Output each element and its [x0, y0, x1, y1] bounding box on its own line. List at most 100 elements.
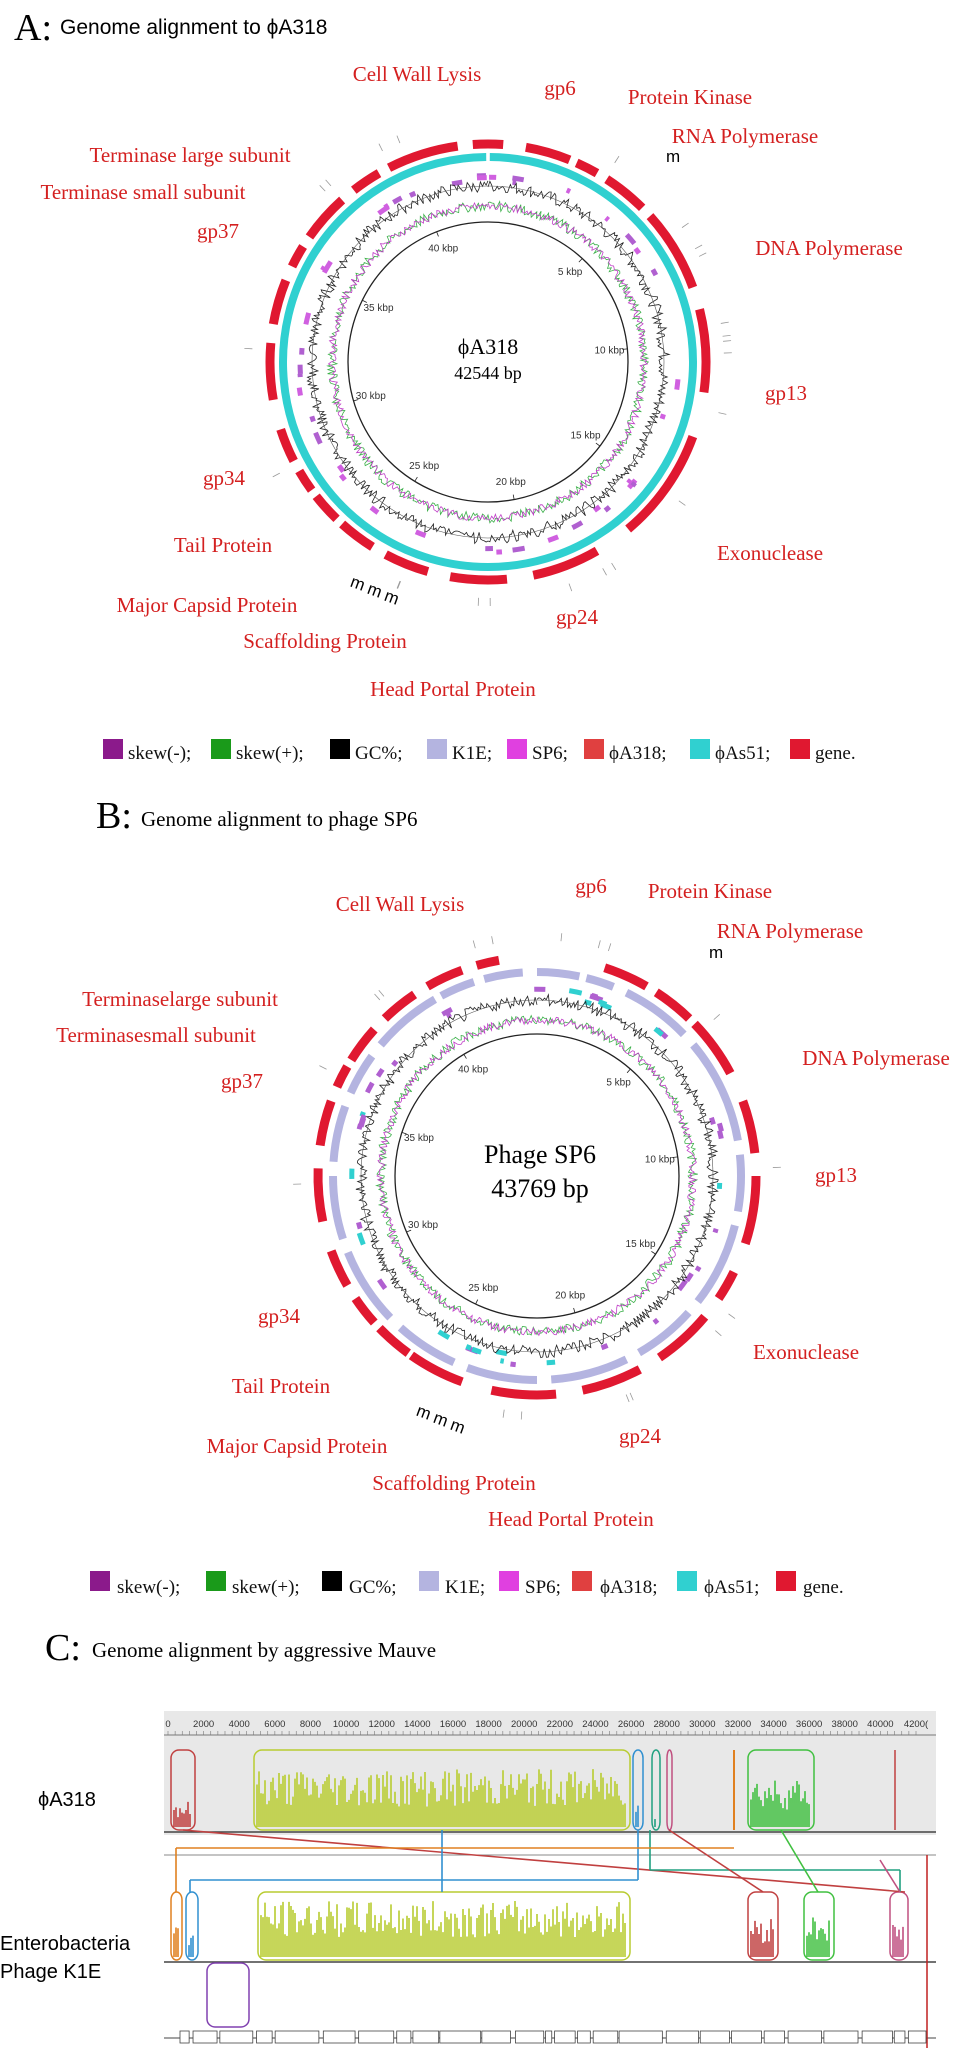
ruler-tick-label: 18000 — [475, 1719, 501, 1730]
outer-tick — [728, 1313, 736, 1319]
gene-arc — [581, 1365, 642, 1395]
gene-arc — [691, 1020, 735, 1076]
label-gp37: gp37 — [197, 219, 239, 243]
label-terminase-small: Terminasesmall subunit — [56, 1023, 256, 1047]
outer-tick — [272, 472, 280, 478]
gene-arc — [653, 988, 693, 1022]
m-mark: m — [431, 1408, 451, 1431]
ruler-tick-label: 30000 — [689, 1719, 715, 1730]
similarity-block — [626, 478, 633, 485]
outer-tick — [602, 568, 607, 576]
outer-tick — [325, 179, 332, 187]
k1e-segment — [329, 1175, 347, 1241]
lcb-yellowgreen-k1e — [257, 1891, 631, 1961]
k1e-segment — [397, 1324, 456, 1367]
legend-label: ϕA318; — [609, 743, 667, 764]
panel-a-genome-size: 42544 bp — [454, 363, 522, 383]
outer-tick — [681, 222, 689, 228]
k1e-gene-box — [545, 2030, 553, 2044]
similarity-block — [437, 1329, 451, 1340]
ruler-tick-label: 6000 — [264, 1719, 285, 1730]
label-gp13: gp13 — [765, 381, 807, 405]
similarity-block — [377, 204, 390, 216]
kbp-tick — [672, 1156, 678, 1158]
kbp-tick-label: 15 kbp — [626, 1239, 656, 1250]
label-gp34: gp34 — [258, 1304, 301, 1328]
k1e-gene-box — [192, 2030, 218, 2044]
label-gp24: gp24 — [556, 605, 599, 629]
k1e-gene-box — [554, 2030, 576, 2044]
legend-label: ϕAs51; — [715, 743, 770, 764]
gene-arc — [351, 1295, 378, 1326]
ruler-tick-label: 38000 — [832, 1719, 858, 1730]
ruler-tick-label: 2000 — [193, 1719, 214, 1730]
ruler-tick-label: 32000 — [725, 1719, 751, 1730]
outer-tick — [718, 412, 727, 415]
outer-tick — [396, 135, 401, 144]
label-protein-kinase: Protein Kinase — [628, 85, 752, 109]
lcb-blue-k1e — [185, 1891, 199, 1961]
gene-arc — [295, 468, 316, 493]
lcb-connector — [668, 1829, 764, 1893]
legend-label: skew(-); — [117, 1577, 180, 1598]
label-cell-wall-lysis: Cell Wall Lysis — [353, 62, 482, 86]
label-terminase-small: Terminase small subunit — [41, 180, 246, 204]
label-major-capsid: Major Capsid Protein — [117, 593, 298, 617]
legend-label: K1E; — [445, 1577, 485, 1598]
label-scaffolding: Scaffolding Protein — [243, 629, 407, 653]
gc-content-ring — [306, 180, 671, 545]
similarity-block — [356, 1221, 363, 1230]
label-protein-kinase: Protein Kinase — [648, 879, 772, 903]
similarity-block — [408, 190, 417, 198]
similarity-block — [592, 504, 602, 513]
outer-tick — [597, 940, 601, 949]
similarity-block — [320, 265, 327, 272]
label-head-portal: Head Portal Protein — [370, 677, 536, 701]
k1e-segment — [694, 1224, 739, 1305]
kbp-tick-label: 40 kbp — [458, 1065, 488, 1076]
k1e-gene-box — [219, 2030, 254, 2044]
gene-arc — [305, 196, 346, 240]
similarity-block — [358, 1114, 367, 1127]
panel-b-m-marks: m m m m — [414, 943, 723, 1438]
lcb-red-k1e-profile — [750, 1919, 774, 1957]
outer-tick — [723, 340, 732, 342]
ruler-tick-label: 14000 — [404, 1719, 430, 1730]
k1e-gene-box — [907, 2030, 927, 2044]
ruler-tick-label: 12000 — [369, 1719, 395, 1730]
legend-label: gene. — [803, 1577, 844, 1598]
k1e-segment — [636, 1309, 692, 1357]
panel-a-title: Genome alignment to ϕA318 — [60, 16, 327, 39]
outer-tick — [698, 252, 707, 257]
k1e-gene-box — [893, 2030, 906, 2044]
gene-arc — [313, 1168, 328, 1223]
similarity-block — [603, 505, 612, 513]
legend-swatch — [322, 1571, 342, 1591]
m-mark: m — [414, 1401, 434, 1424]
similarity-block — [590, 992, 599, 1000]
gene-arc — [347, 1026, 378, 1063]
panel-a-gene-labels: Cell Wall Lysis gp6 Protein Kinase RNA P… — [41, 62, 903, 701]
label-dna-polymerase: DNA Polymerase — [755, 236, 903, 260]
k1e-segment — [733, 1154, 745, 1213]
skew-negative-ring — [327, 202, 649, 523]
panel-b-title: Genome alignment to phage SP6 — [141, 807, 417, 831]
legend-swatch — [690, 739, 710, 759]
outer-tick — [319, 1065, 327, 1070]
legend-swatch — [499, 1571, 519, 1591]
kbp-tick-label: 20 kbp — [496, 477, 526, 488]
kbp-tick-label: 35 kbp — [363, 303, 393, 314]
label-scaffolding: Scaffolding Protein — [372, 1471, 536, 1495]
kbp-tick — [401, 1132, 407, 1135]
legend-label: GC%; — [355, 743, 403, 764]
m-mark: m — [382, 586, 402, 609]
lcb-blue-k1e-profile — [188, 1935, 194, 1957]
legend-swatch — [790, 739, 810, 759]
outer-tick — [611, 562, 617, 571]
legend-swatch — [507, 739, 527, 759]
similarity-block — [495, 1349, 508, 1357]
similarity-block — [499, 1358, 505, 1364]
legend-swatch — [776, 1571, 796, 1591]
kbp-tick-label: 40 kbp — [428, 244, 458, 255]
kbp-tick — [578, 258, 583, 263]
